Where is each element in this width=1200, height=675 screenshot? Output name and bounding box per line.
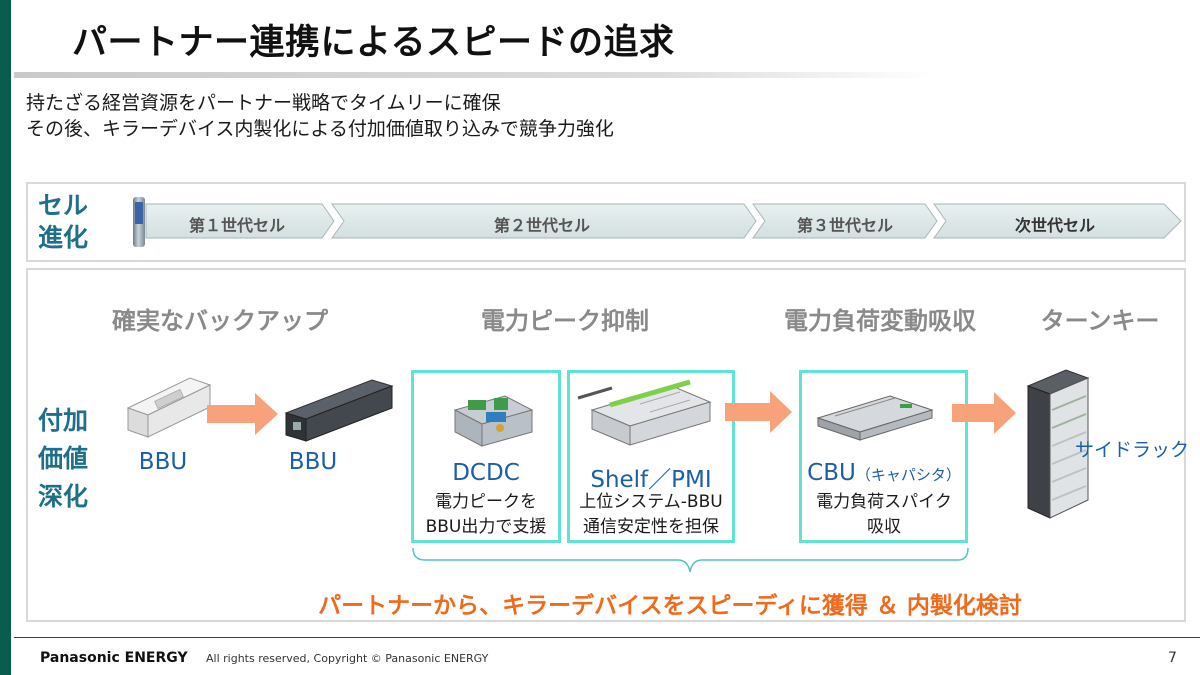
category-turnkey: ターンキー bbox=[1040, 307, 1160, 335]
bbu-label-2: BBU bbox=[288, 449, 338, 475]
company-logo: Panasonic ENERGY bbox=[40, 650, 188, 666]
dcdc-description: 電力ピークを BBU出力で支援 bbox=[426, 490, 547, 540]
value-added-label-line-2: 価値 bbox=[37, 444, 88, 473]
category-load-absorption: 電力負荷変動吸収 bbox=[784, 307, 976, 335]
generation-2-arrow bbox=[331, 203, 757, 239]
generation-3-arrow bbox=[752, 203, 938, 239]
dcdc-description-line-2: BBU出力で支援 bbox=[425, 517, 547, 537]
bbu-unit-icon bbox=[284, 379, 394, 442]
dcdc-label: DCDC bbox=[452, 460, 520, 486]
arrow-right-icon bbox=[725, 391, 792, 433]
cell-evolution-label: セル 進化 bbox=[30, 190, 96, 254]
generation-next-label: 次世代セル bbox=[1014, 216, 1096, 235]
bbu-label-1: BBU bbox=[138, 449, 188, 475]
cbu-description-line-2: 吸収 bbox=[866, 517, 901, 537]
server-rack-icon bbox=[1026, 369, 1090, 519]
shelf-pmi-description-line-1: 上位システム-BBU bbox=[579, 492, 723, 512]
cell-evolution-label-line-1: セル bbox=[37, 191, 88, 220]
shelf-pmi-description-line-2: 通信安定性を担保 bbox=[583, 517, 719, 537]
cbu-capacitor-icon bbox=[816, 395, 934, 441]
arrow-right-icon bbox=[952, 392, 1016, 434]
side-rack-label: サイドラック bbox=[1075, 439, 1190, 461]
cell-evolution-label-line-2: 進化 bbox=[37, 223, 88, 252]
cbu-name: CBU bbox=[807, 460, 856, 486]
shelf-pmi-description: 上位システム-BBU 通信安定性を担保 bbox=[579, 490, 722, 540]
cbu-label: CBU（キャパシタ） bbox=[807, 460, 961, 486]
generation-3-label: 第３世代セル bbox=[796, 216, 894, 235]
bbu-unit-icon bbox=[126, 377, 212, 438]
cbu-note: （キャパシタ） bbox=[855, 466, 961, 484]
dcdc-highlight-box bbox=[411, 370, 561, 543]
subtitle-line-1: 持たざる経営資源をパートナー戦略でタイムリーに確保 bbox=[26, 92, 501, 114]
cbu-description: 電力負荷スパイク 吸収 bbox=[816, 490, 952, 540]
accent-sidebar bbox=[0, 0, 11, 675]
category-peak-suppression: 電力ピーク抑制 bbox=[481, 307, 649, 335]
category-backup: 確実なバックアップ bbox=[112, 307, 328, 335]
generation-next-arrow bbox=[933, 203, 1182, 239]
cbu-description-line-1: 電力負荷スパイク bbox=[816, 492, 952, 512]
curly-brace-icon bbox=[412, 547, 969, 573]
value-added-label-line-1: 付加 bbox=[37, 406, 88, 435]
shelf-pmi-label: Shelf／PMI bbox=[590, 467, 712, 493]
footer-divider bbox=[14, 637, 1200, 638]
value-added-label: 付加 価値 深化 bbox=[30, 402, 96, 516]
page-number: 7 bbox=[1168, 650, 1177, 666]
dcdc-description-line-1: 電力ピークを bbox=[435, 492, 537, 512]
slide-title: パートナー連携によるスピードの追求 bbox=[72, 23, 675, 63]
shelf-highlight-box bbox=[567, 370, 735, 543]
value-added-panel bbox=[26, 268, 1186, 622]
generation-2-label: 第２世代セル bbox=[493, 216, 591, 235]
title-underline bbox=[14, 72, 934, 78]
cbu-highlight-box bbox=[799, 370, 968, 543]
conclusion-text: パートナーから、キラーデバイスをスピーディに獲得 ＆ 内製化検討 bbox=[318, 593, 1022, 619]
copyright-text: All rights reserved, Copyright © Panason… bbox=[206, 652, 489, 665]
arrow-right-icon bbox=[207, 393, 278, 435]
generation-1-arrow bbox=[145, 203, 335, 239]
battery-cell-icon bbox=[133, 197, 145, 247]
shelf-pmi-icon bbox=[577, 379, 712, 446]
dcdc-board-icon bbox=[453, 395, 534, 447]
subtitle-line-2: その後、キラーデバイス内製化による付加価値取り込みで競争力強化 bbox=[26, 118, 614, 140]
generation-1-label: 第１世代セル bbox=[188, 216, 286, 235]
value-added-label-line-3: 深化 bbox=[37, 482, 88, 511]
